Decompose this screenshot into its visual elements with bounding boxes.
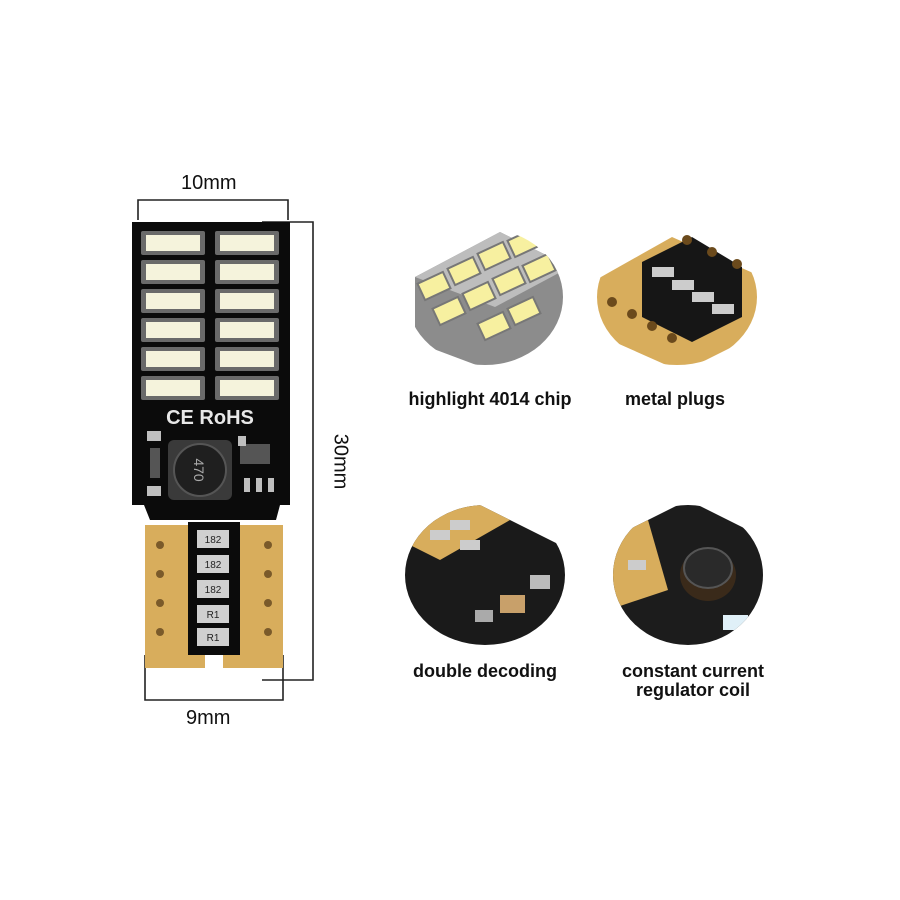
caption-regulator-coil-line2: regulator coil (635, 680, 751, 700)
feature-image-regulator-coil (613, 505, 763, 645)
feature-image-metal-plugs (597, 229, 757, 365)
svg-text:182: 182 (205, 535, 222, 546)
width-dimension-label: 10mm (181, 172, 237, 194)
caption-metal-plugs: metal plugs (624, 389, 726, 409)
metal-plug-base: 182 182 182 R1 R1 (145, 522, 283, 668)
svg-text:182: 182 (205, 560, 222, 571)
caption-regulator-coil: constant current regulator coil (598, 662, 788, 700)
led-chip-grid (141, 231, 279, 400)
svg-text:R1: R1 (207, 610, 220, 621)
svg-text:R1: R1 (207, 633, 220, 644)
feature-image-chip (407, 229, 563, 365)
regulator-coil: 470 (168, 440, 232, 500)
small-components (147, 431, 274, 496)
feature-image-double-decoding (405, 505, 565, 645)
caption-double-decoding: double decoding (413, 661, 557, 681)
svg-text:182: 182 (205, 585, 222, 596)
base-dimension-label: 9mm (186, 707, 231, 729)
svg-text:470: 470 (191, 458, 207, 482)
caption-chip: highlight 4014 chip (408, 389, 572, 409)
rohs-marking: CE RoHS (166, 407, 254, 429)
caption-regulator-coil-line1: constant current (621, 661, 765, 681)
